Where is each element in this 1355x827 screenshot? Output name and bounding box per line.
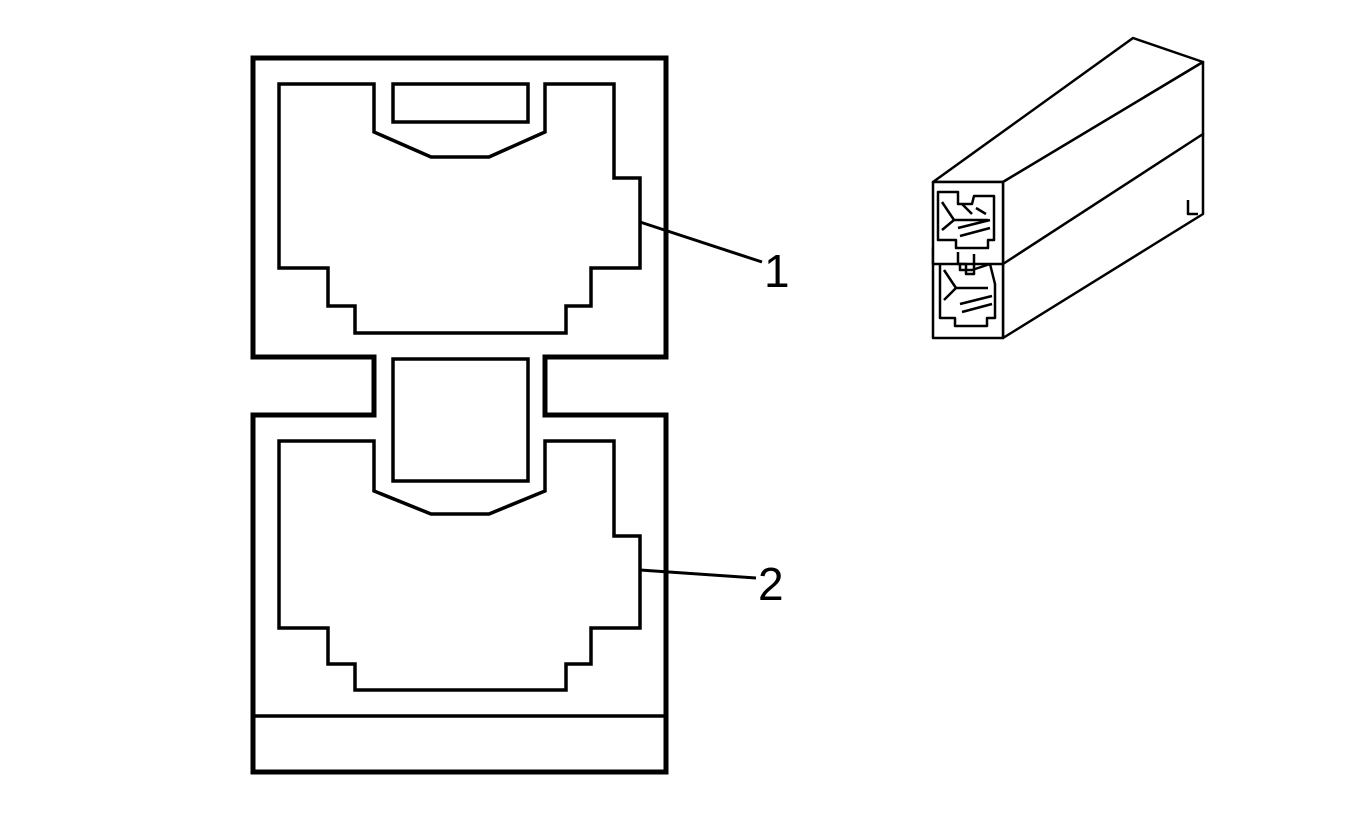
upper-connector-block — [931, 36, 1205, 276]
callout-1: 1 — [764, 245, 790, 297]
connector-body-outline — [250, 55, 669, 775]
lower-cavity — [277, 439, 642, 692]
lower-block-rail — [1186, 200, 1198, 216]
upper-block-front — [931, 180, 1005, 266]
lower-front-terminal — [942, 269, 993, 314]
connector-isometric-view — [931, 36, 1205, 340]
upper-cavity — [277, 82, 642, 335]
stack-coupling-latch — [956, 252, 976, 276]
upper-front-terminal — [940, 201, 991, 238]
callout-2: 2 — [758, 558, 784, 610]
middle-latch-window — [391, 357, 530, 483]
leader-line-1 — [639, 220, 763, 264]
connector-face-view: 1 2 — [250, 55, 790, 775]
upper-front-cavity — [936, 190, 996, 250]
lower-front-cavity — [938, 256, 997, 328]
leader-line-2 — [639, 568, 757, 580]
upper-latch-window — [391, 82, 530, 124]
